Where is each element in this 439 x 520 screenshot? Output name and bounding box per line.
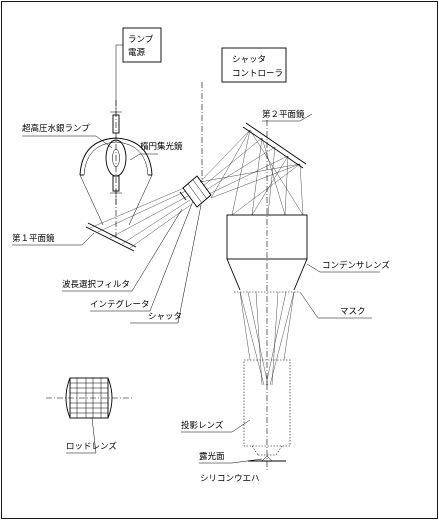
label-elliptical-mirror: 楕円集光鏡 [140,141,183,152]
label-shutter: シャッタ [148,312,182,322]
label-exposure-surface: 露光面 [199,451,225,462]
lamp-power-label-1: ランプ [128,35,154,45]
shutter-controller-label-1: シャッタ [232,55,266,65]
label-silicon-wafer: シリコンウエハ [200,474,260,484]
rays-mask-to-projection [239,291,295,386]
lamp-power-box: ランプ 電源 [122,27,162,63]
label-second-mirror: 第２平面鏡 [262,109,305,120]
label-condenser-lens: コンデンサレンズ [322,260,390,271]
condenser-lens [226,214,308,291]
rays-mirror1-to-integrator [89,187,193,249]
label-projection-lens: 投影レンズ [181,420,224,431]
first-plane-mirror [85,222,137,252]
rod-lens [46,377,132,419]
label-mercury-lamp: 超高圧水銀ランプ [22,123,90,134]
label-integrator: インテグレータ [90,299,150,310]
label-mask: マスク [340,307,366,317]
label-rod-lens: ロッドレンズ [66,441,117,452]
rays-mirror2-to-condenser [231,129,304,216]
rays-integrator-to-mirror2 [199,129,301,199]
label-wavelength-filter: 波長選択フィルタ [62,279,130,290]
shutter-controller-label-2: コントローラ [232,69,283,79]
lamp-power-wire [115,44,123,115]
second-plane-mirror [242,122,307,169]
integrator-assembly [179,175,212,208]
label-first-mirror: 第１平面鏡 [12,233,55,244]
shutter-controller-box: シャッタ コントローラ [221,47,287,83]
projection-lens [243,359,291,456]
exposure-surface [248,455,286,462]
lamp-power-label-2: 電源 [128,48,146,58]
leader-lines [12,113,380,464]
